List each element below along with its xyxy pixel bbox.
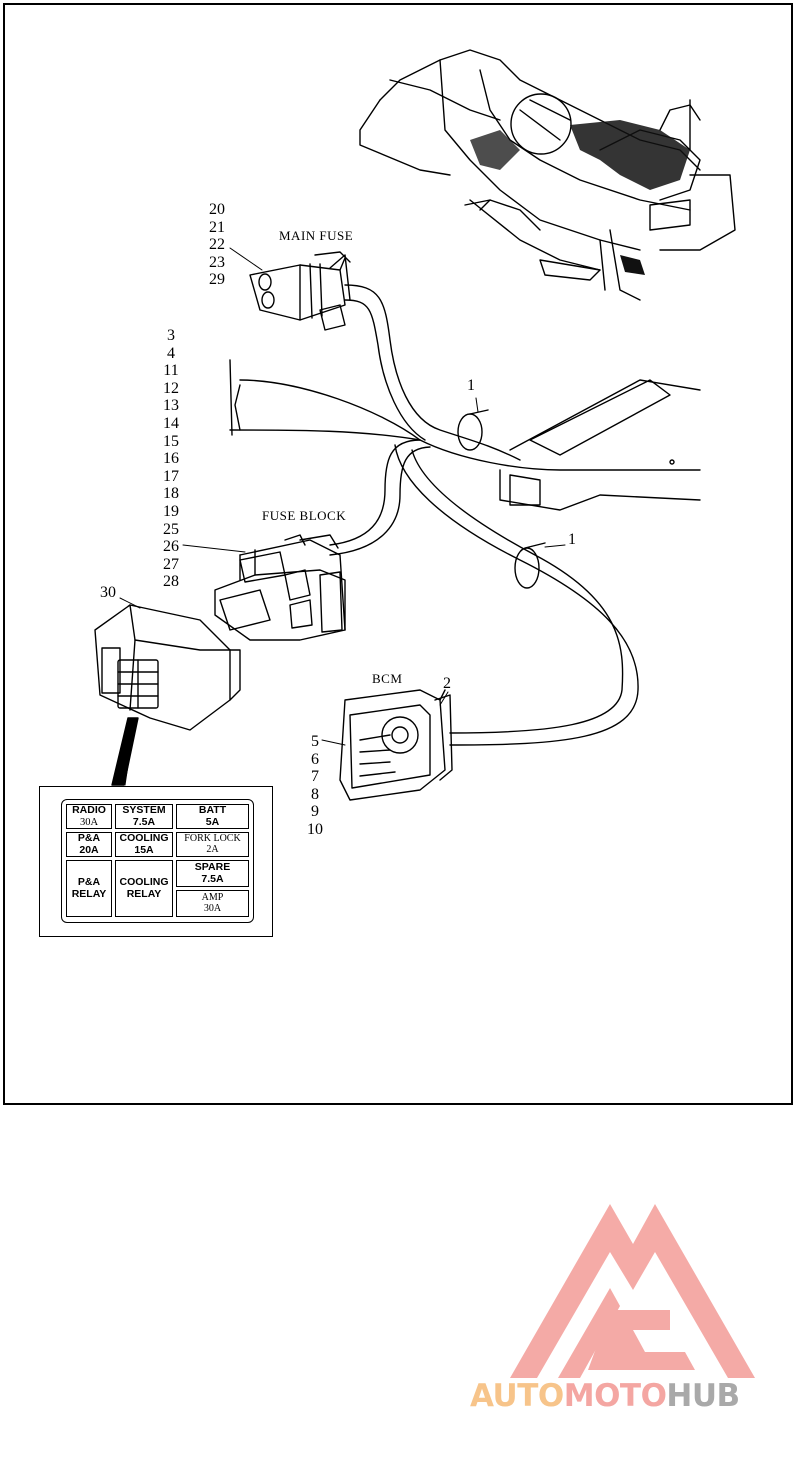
main-fuse-callouts: 20 21 22 23 29	[205, 201, 229, 289]
fuse-cell-pa: P&A 20A	[66, 832, 112, 857]
fuse-cell-fork-lock: FORK LOCK 2A	[176, 832, 249, 857]
callout-number: 9	[311, 803, 319, 821]
relay-name: P&A	[77, 876, 101, 889]
callout-number: 13	[163, 397, 179, 415]
relay-name: RELAY	[71, 887, 107, 900]
fuse-name: SYSTEM	[122, 804, 166, 817]
callout-number: 19	[163, 502, 179, 520]
fuse-name: BATT	[198, 804, 227, 817]
callout-number: 23	[209, 253, 225, 271]
fuse-rating: 30A	[203, 902, 222, 914]
relay-cell-cooling: COOLING RELAY	[115, 860, 173, 917]
callout-number: 8	[311, 785, 319, 803]
fuse-rating: 2A	[206, 843, 219, 855]
callout-number: 4	[167, 344, 175, 362]
bcm-module	[339, 689, 453, 801]
fuse-name: SPARE	[194, 861, 231, 874]
fuse-cell-amp: AMP 30A	[176, 890, 249, 917]
callout-number: 6	[311, 750, 319, 768]
fuse-rating: 7.5A	[132, 815, 156, 828]
callout-number: 27	[163, 555, 179, 573]
harness-dark-mass	[470, 120, 690, 275]
diagram-frame	[3, 3, 793, 1105]
automotohub-wordmark: AUTOMOTOHUB	[470, 1381, 740, 1412]
fuse-cover	[94, 604, 241, 731]
callout-number: 15	[163, 432, 179, 450]
fuse-name: FORK LOCK	[184, 833, 241, 844]
callout-number: 18	[163, 485, 179, 503]
fuse-name: P&A	[77, 832, 101, 845]
fuse-legend-panel: RADIO 30A SYSTEM 7.5A BATT 5A P&A 20A CO…	[61, 799, 254, 923]
fuse-rating: 30A	[79, 816, 99, 828]
relay-cell-pa: P&A RELAY	[66, 860, 112, 917]
bcm-callouts: 5 6 7 8 9 10	[302, 733, 328, 839]
fuse-rating: 15A	[134, 843, 154, 856]
callout-bcm-2: 2	[443, 675, 451, 692]
logo-part-moto: MOTO	[563, 1378, 667, 1414]
logo-part-hub: HUB	[666, 1378, 740, 1414]
fuse-cell-batt: BATT 5A	[176, 804, 249, 829]
fuse-cell-cooling: COOLING 15A	[115, 832, 173, 857]
callout-cover-30: 30	[100, 584, 116, 601]
fuse-rating: 7.5A	[201, 872, 224, 885]
main-fuse-connector	[249, 251, 351, 331]
callout-number: 22	[209, 236, 225, 254]
fuse-rating: 5A	[205, 815, 220, 828]
fuse-name: AMP	[201, 892, 224, 903]
callout-number: 17	[163, 467, 179, 485]
callout-number: 11	[163, 362, 179, 380]
callout-clip-1: 1	[568, 531, 576, 548]
main-fuse-label: MAIN FUSE	[279, 228, 354, 243]
callout-number: 21	[209, 218, 225, 236]
callout-number: 14	[163, 414, 179, 432]
callout-number: 3	[167, 327, 175, 344]
automotohub-logo	[510, 1204, 755, 1378]
callout-number: 12	[163, 379, 179, 397]
callout-number: 26	[163, 538, 179, 556]
fuse-cell-spare: SPARE 7.5A	[176, 860, 249, 887]
callout-number: 16	[163, 450, 179, 468]
fuse-cell-system: SYSTEM 7.5A	[115, 804, 173, 829]
fuse-legend: RADIO 30A SYSTEM 7.5A BATT 5A P&A 20A CO…	[39, 786, 273, 937]
fuse-block-body	[214, 534, 346, 641]
fuse-block-label: FUSE BLOCK	[262, 508, 347, 523]
callout-number: 7	[311, 768, 319, 786]
callout-number: 20	[209, 201, 225, 218]
callout-number: 5	[311, 733, 319, 750]
callout-number: 10	[307, 820, 323, 838]
fuse-name: RADIO	[72, 804, 106, 817]
callout-number: 25	[163, 520, 179, 538]
fuse-name: COOLING	[119, 832, 169, 845]
callout-number: 28	[163, 573, 179, 591]
logo-part-auto: AUTO	[470, 1378, 564, 1414]
callout-clip-1: 1	[467, 377, 475, 394]
fuse-block-callouts: 3 4 11 12 13 14 15 16 17 18 19 25 26 27 …	[158, 327, 184, 591]
callout-number: 29	[209, 271, 225, 289]
fuse-rating: 20A	[79, 843, 99, 856]
bcm-label: BCM	[372, 671, 403, 686]
relay-name: RELAY	[126, 887, 162, 900]
fuse-cell-radio: RADIO 30A	[66, 804, 112, 829]
relay-name: COOLING	[119, 876, 169, 889]
